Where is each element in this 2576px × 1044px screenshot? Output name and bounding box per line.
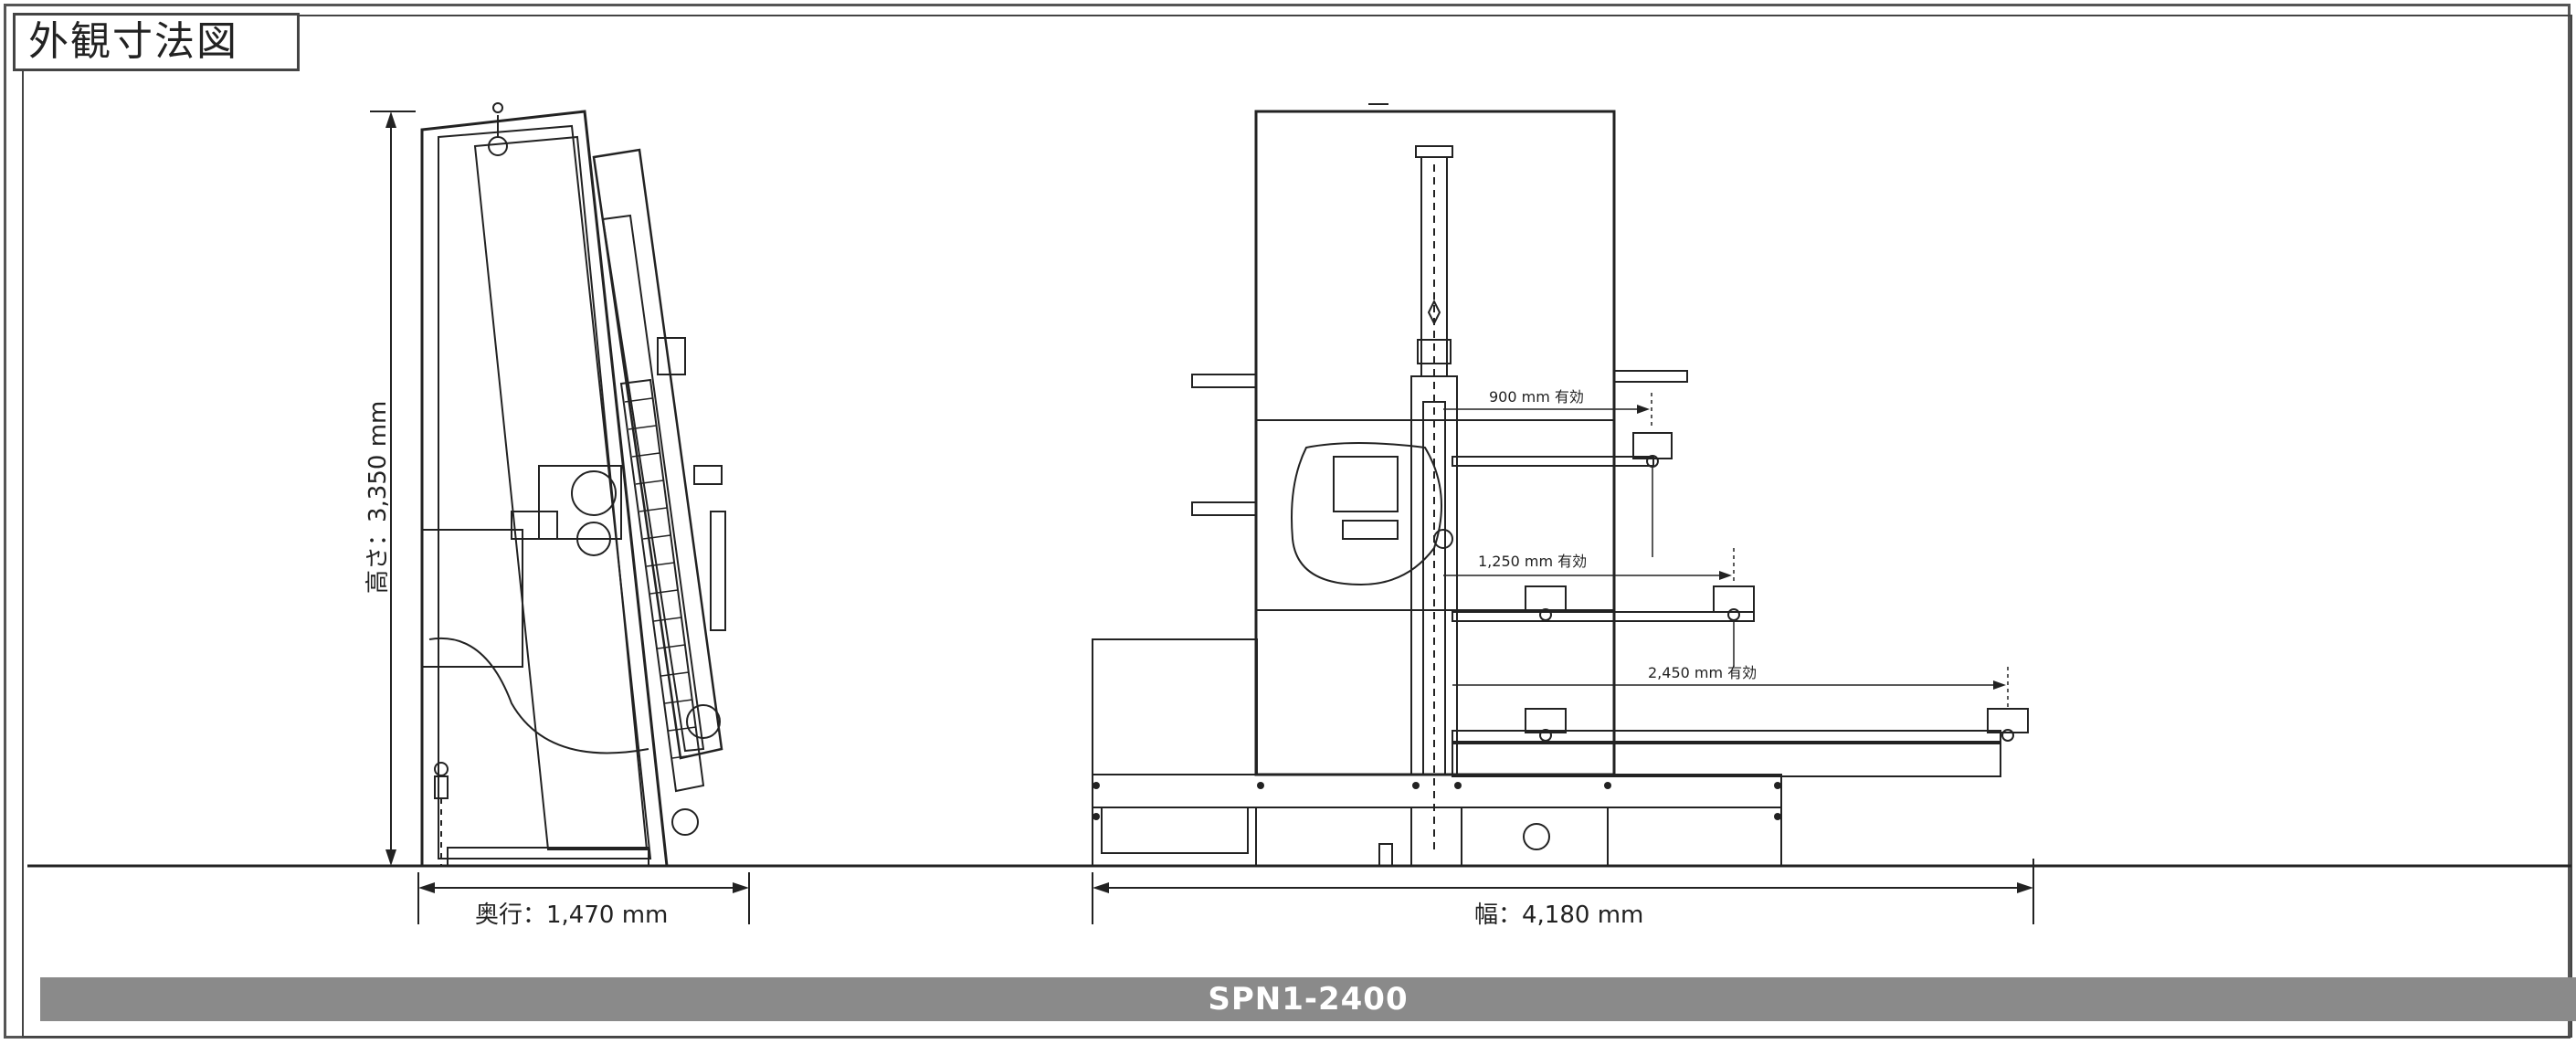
drawing-title: 外観寸法図 xyxy=(13,13,300,71)
height-dimension-label: 高さ：3,350 mm xyxy=(364,401,392,594)
effective-2450-line xyxy=(1452,621,2009,709)
side-view xyxy=(420,102,726,868)
depth-dimension-label: 奥行：1,470 mm xyxy=(475,902,668,929)
effective-1250-line xyxy=(1443,466,1735,585)
height-dimension-line xyxy=(370,111,416,867)
inner-frame xyxy=(22,15,2572,1038)
width-dimension-line xyxy=(1092,859,2034,924)
depth-dimension-line xyxy=(417,872,750,924)
effective-1250-label: 1,250 mm 有効 xyxy=(1478,553,1587,570)
effective-2450-label: 2,450 mm 有効 xyxy=(1648,664,1757,681)
width-dimension-label: 幅：4,180 mm xyxy=(1474,902,1643,929)
model-name-bar: SPN1-2400 xyxy=(40,977,2576,1021)
front-view xyxy=(1092,103,2029,867)
effective-900-label: 900 mm 有効 xyxy=(1489,388,1584,406)
effective-900-line xyxy=(1443,393,1652,429)
